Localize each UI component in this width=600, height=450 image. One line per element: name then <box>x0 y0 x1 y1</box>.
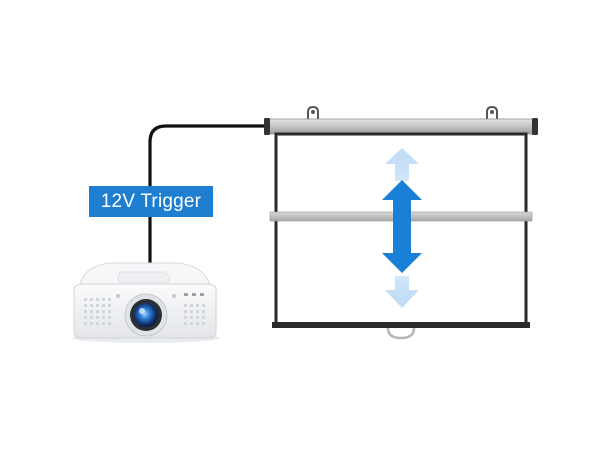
main-double-arrow <box>382 180 422 273</box>
projector-lens <box>124 293 168 337</box>
projector-left-vent <box>84 298 111 325</box>
projector-right-vent <box>184 304 205 325</box>
faded-up-arrow <box>385 148 419 181</box>
screen-housing <box>267 118 535 135</box>
trigger-label: 12V Trigger <box>89 186 213 217</box>
faded-down-arrow <box>385 276 419 308</box>
pull-handle <box>386 327 416 340</box>
trigger-cable <box>148 124 270 272</box>
projector-indicator-lights <box>184 293 204 296</box>
hanging-hook-left <box>307 105 319 119</box>
screen-bottom-bar <box>272 322 530 328</box>
double-arrow-vertical-icon <box>382 148 422 308</box>
projector-icon <box>72 262 220 343</box>
hanging-hook-right <box>486 105 498 119</box>
